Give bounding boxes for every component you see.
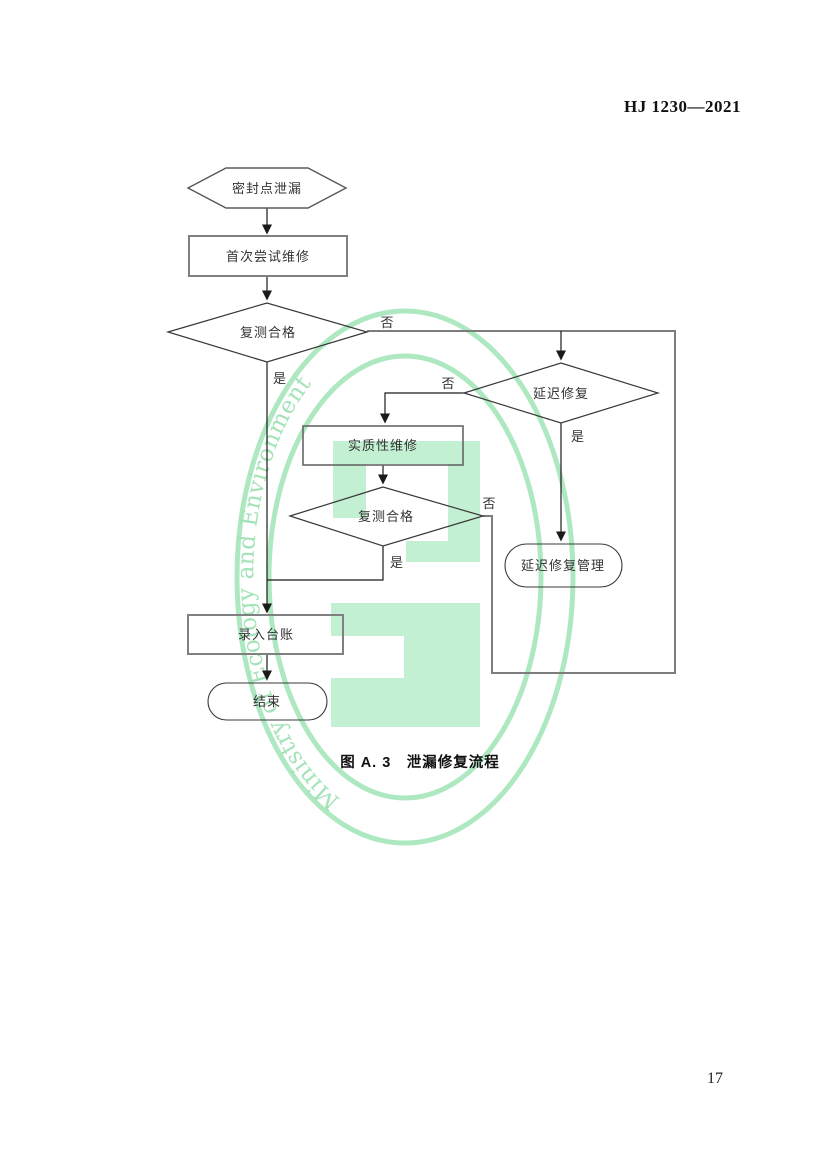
start-hexagon — [186, 167, 348, 209]
label-retest1-no: 否 — [380, 315, 393, 330]
watermark-emblem-icon — [331, 441, 480, 727]
retest1-label: 复测合格 — [240, 325, 296, 340]
label-retest1-yes: 是 — [273, 371, 286, 386]
delay-management-label: 延迟修复管理 — [521, 558, 605, 573]
node-end: 结束 — [207, 682, 328, 721]
delay-management-stadium — [504, 543, 623, 588]
end-label: 结束 — [253, 694, 281, 709]
flow-connectors — [262, 208, 676, 681]
watermark-inner-ring-icon — [266, 353, 544, 801]
node-start: 密封点泄漏 — [186, 167, 348, 209]
label-retest2-yes: 是 — [390, 555, 403, 570]
node-retest2: 复测合格 — [288, 486, 486, 547]
ledger-label: 录入台账 — [238, 627, 294, 642]
label-retest2-no: 否 — [482, 496, 495, 511]
end-stadium — [207, 682, 328, 721]
node-retest1: 复测合格 — [165, 302, 370, 363]
delay-decision-label: 延迟修复 — [533, 386, 589, 401]
label-delay-yes: 是 — [571, 429, 584, 444]
substantive-repair-label: 实质性维修 — [348, 438, 418, 453]
edge-retest2-yes-merge — [267, 546, 384, 581]
node-substantive-repair: 实质性维修 — [302, 425, 464, 466]
retest1-diamond — [165, 302, 370, 363]
node-delay-management: 延迟修复管理 — [504, 543, 623, 588]
watermark-arc-text: Ministry of Ecology and Environment — [233, 369, 345, 814]
delay-decision-diamond — [461, 362, 661, 424]
label-delay-no: 否 — [441, 376, 454, 391]
standard-number: HJ 1230—2021 — [624, 97, 741, 116]
edge-retest-no-loop — [367, 330, 676, 674]
start-label: 密封点泄漏 — [232, 181, 302, 196]
first-attempt-box — [188, 235, 348, 277]
node-ledger: 录入台账 — [187, 614, 344, 655]
figure-caption: 图 A. 3 泄漏修复流程 — [340, 755, 500, 771]
watermark-outer-ring-icon — [234, 308, 576, 846]
first-attempt-label: 首次尝试维修 — [226, 249, 310, 264]
edge-delay-no-to-substantive — [380, 392, 464, 424]
substantive-repair-box — [302, 425, 464, 466]
node-delay-decision: 延迟修复 — [461, 362, 661, 424]
node-first-attempt: 首次尝试维修 — [188, 235, 348, 277]
retest2-diamond — [288, 486, 486, 547]
retest2-label: 复测合格 — [358, 509, 414, 524]
ledger-box — [187, 614, 344, 655]
page-number: 17 — [707, 1070, 723, 1087]
